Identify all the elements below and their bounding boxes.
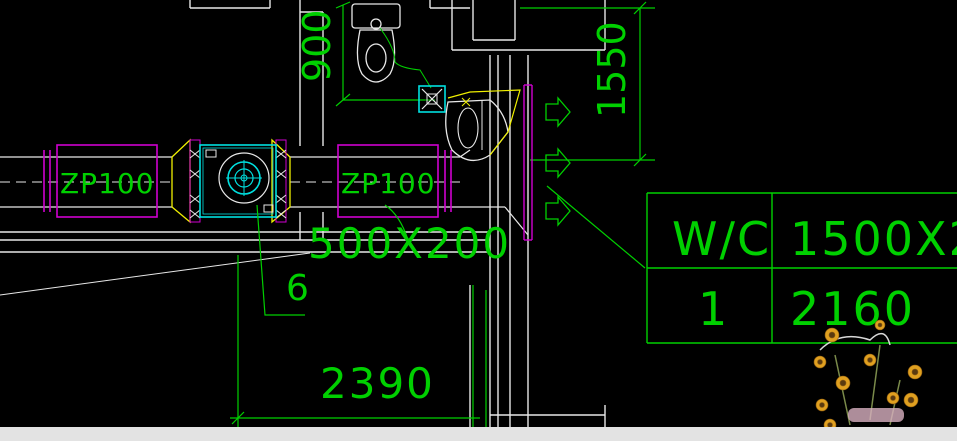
exhaust-grille[interactable] xyxy=(418,85,446,113)
fan-unit[interactable] xyxy=(199,144,277,218)
vertical-dimension-1550: 1550 xyxy=(590,21,634,118)
main-duct xyxy=(0,149,529,236)
count-label: 6 xyxy=(286,268,311,309)
airflow-arrow-icon xyxy=(545,147,571,179)
sunflower-ornament-icon xyxy=(813,319,923,432)
vertical-dimension-900: 900 xyxy=(295,9,339,82)
zp100-unit-left[interactable] xyxy=(43,144,158,218)
table-header-size: 1500X200 xyxy=(790,212,957,266)
airflow-arrow-icon xyxy=(545,96,571,128)
dimension-lines xyxy=(230,1,655,430)
toilet-fixture[interactable] xyxy=(351,3,401,83)
wash-basin[interactable] xyxy=(445,89,521,162)
schedule-table xyxy=(646,192,957,344)
duct-size-label: 500X200 xyxy=(308,219,511,268)
airflow-arrow-icon xyxy=(545,195,571,227)
table-row-value-1: 1 xyxy=(698,282,729,336)
zp100-unit-right[interactable] xyxy=(337,144,452,218)
table-row-value-2: 2160 xyxy=(790,282,915,336)
leader-lines xyxy=(256,185,646,441)
bottom-scrollbar[interactable] xyxy=(0,427,957,441)
toilet-pipe xyxy=(355,27,435,101)
wall-grille[interactable] xyxy=(523,84,533,241)
airflow-arrows xyxy=(545,96,571,227)
zp100-label-left: ZP100 xyxy=(60,167,155,200)
table-header-room: W/C xyxy=(672,212,771,266)
zp100-label-right: ZP100 xyxy=(341,167,436,200)
width-dimension-label: 2390 xyxy=(320,359,435,408)
wall-lines xyxy=(0,0,606,441)
flex-hatch xyxy=(189,149,287,219)
